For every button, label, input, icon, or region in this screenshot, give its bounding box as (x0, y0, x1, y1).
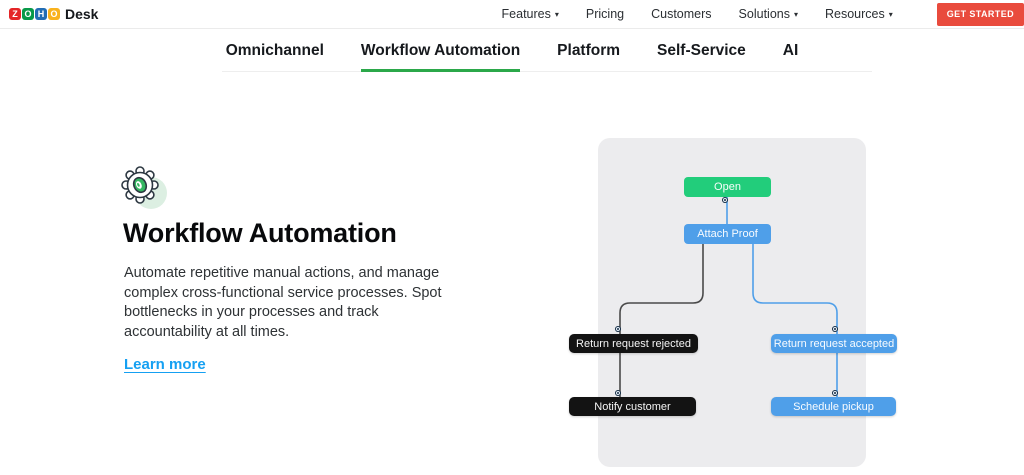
diagram-node-schedule-pickup: Schedule pickup (771, 397, 896, 416)
nav-item-pricing[interactable]: Pricing (586, 7, 624, 21)
page-title: Workflow Automation (123, 218, 397, 248)
nav-item-label: Features (501, 7, 551, 21)
chevron-down-icon: ▾ (793, 10, 798, 19)
tab-platform[interactable]: Platform (557, 42, 621, 59)
connector-dot (833, 391, 837, 395)
logo-letter-h: H (35, 8, 47, 20)
nav-item-features[interactable]: Features ▾ (502, 7, 559, 21)
feature-tabs: Omnichannel Workflow Automation Platform… (0, 42, 1024, 72)
learn-more-link[interactable]: Learn more (124, 356, 206, 373)
diagram-node-open: Open (684, 177, 771, 197)
diagram-node-attach-proof: Attach Proof (684, 224, 771, 244)
logo-letter-o2: O (48, 8, 60, 20)
connector-dot (616, 391, 620, 395)
nav-item-label: Pricing (585, 7, 625, 21)
nav-item-label: Resources (825, 7, 885, 21)
tab-ai[interactable]: AI (782, 42, 799, 59)
zoho-logo-icon: Z O H O (9, 8, 60, 20)
top-nav: Features ▾ Pricing Customers Solutions ▾… (502, 2, 1024, 26)
logo-letter-z: Z (9, 8, 21, 20)
nav-item-customers[interactable]: Customers (651, 7, 711, 21)
chevron-down-icon: ▾ (554, 10, 559, 19)
product-name: Desk (65, 6, 99, 22)
connector-dot (833, 327, 837, 331)
diagram-edges (619, 196, 838, 398)
tab-self-service[interactable]: Self-Service (657, 42, 746, 59)
feature-tabs-bar: Omnichannel Workflow Automation Platform… (0, 42, 1024, 72)
tab-omnichannel[interactable]: Omnichannel (225, 42, 324, 59)
tab-workflow-automation[interactable]: Workflow Automation (360, 42, 521, 72)
chevron-down-icon: ▾ (888, 10, 893, 19)
nav-item-label: Solutions (738, 7, 790, 21)
nav-item-solutions[interactable]: Solutions ▾ (739, 7, 798, 21)
edge-attach-rejected (619, 243, 704, 335)
tabs-divider (222, 71, 872, 72)
get-started-button[interactable]: GET STARTED (936, 2, 1024, 26)
connector-dot (723, 198, 727, 202)
feature-description: Automate repetitive manual actions, and … (124, 265, 442, 340)
gear-icon (118, 160, 174, 216)
top-header: Z O H O Desk Features ▾ Pricing Customer… (0, 0, 1024, 29)
diagram-node-return-request-accepted: Return request accepted (771, 334, 897, 353)
zoho-desk-logo[interactable]: Z O H O Desk (9, 6, 98, 22)
diagram-node-return-request-rejected: Return request rejected (569, 334, 698, 353)
nav-item-resources[interactable]: Resources ▾ (825, 7, 893, 21)
logo-letter-o1: O (22, 8, 34, 20)
connector-dot (616, 327, 620, 331)
nav-item-label: Customers (651, 7, 712, 21)
diagram-node-notify-customer: Notify customer (569, 397, 696, 416)
edge-attach-accepted (752, 243, 838, 335)
